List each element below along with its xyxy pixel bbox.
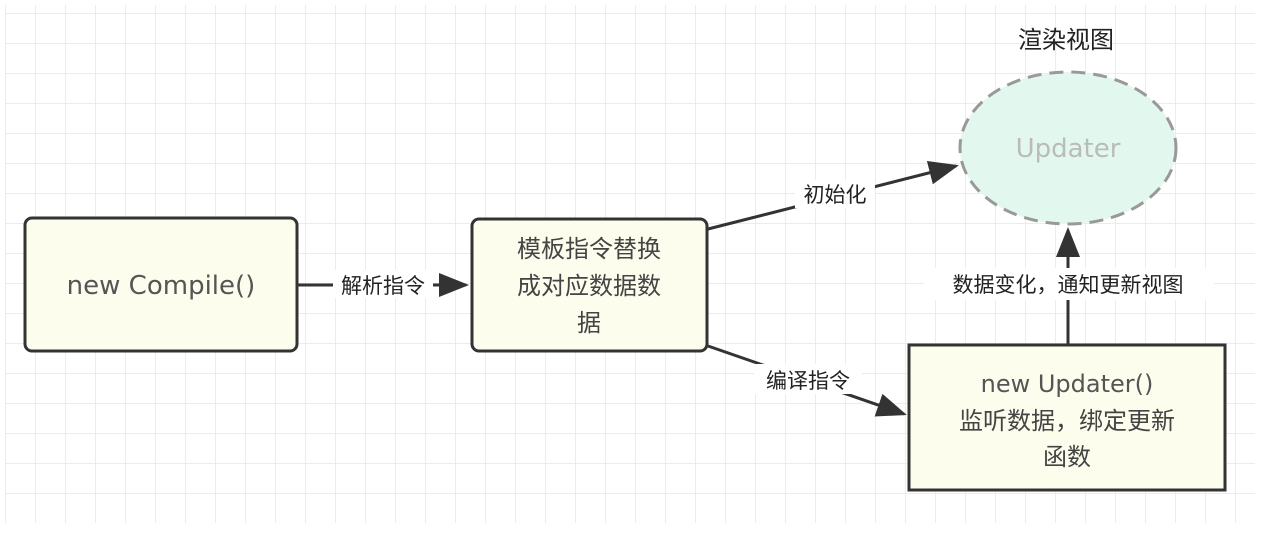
node-template[interactable]: 模板指令替换 成对应数据数 据 — [470, 217, 709, 353]
node-compile[interactable]: new Compile() — [23, 216, 299, 353]
node-compile-label: new Compile() — [67, 271, 256, 301]
node-updater-view-label: Updater — [1016, 134, 1121, 164]
edge-label-bg — [333, 270, 433, 298]
node-updater-line: new Updater() — [981, 370, 1154, 398]
edge-label-compile-directive: 编译指令 — [766, 369, 850, 393]
edge-label-parse: 解析指令 — [341, 274, 425, 298]
edge-label-bg — [795, 180, 875, 208]
node-updater-line: 监听数据，绑定更新 — [959, 407, 1175, 435]
node-template-line: 成对应数据数 — [517, 272, 661, 300]
node-updater-line: 函数 — [1043, 443, 1091, 471]
edge-label-bg — [924, 268, 1214, 300]
edge-label-bg — [754, 364, 862, 394]
view-title: 渲染视图 — [1018, 26, 1114, 54]
node-template-line: 模板指令替换 — [517, 235, 661, 263]
node-template-line: 据 — [577, 309, 601, 337]
node-updater[interactable]: new Updater() 监听数据，绑定更新 函数 — [907, 343, 1227, 492]
edge-label-notify: 数据变化，通知更新视图 — [953, 273, 1184, 297]
node-updater-view[interactable]: Updater — [958, 70, 1178, 226]
edge-label-init: 初始化 — [804, 183, 867, 207]
